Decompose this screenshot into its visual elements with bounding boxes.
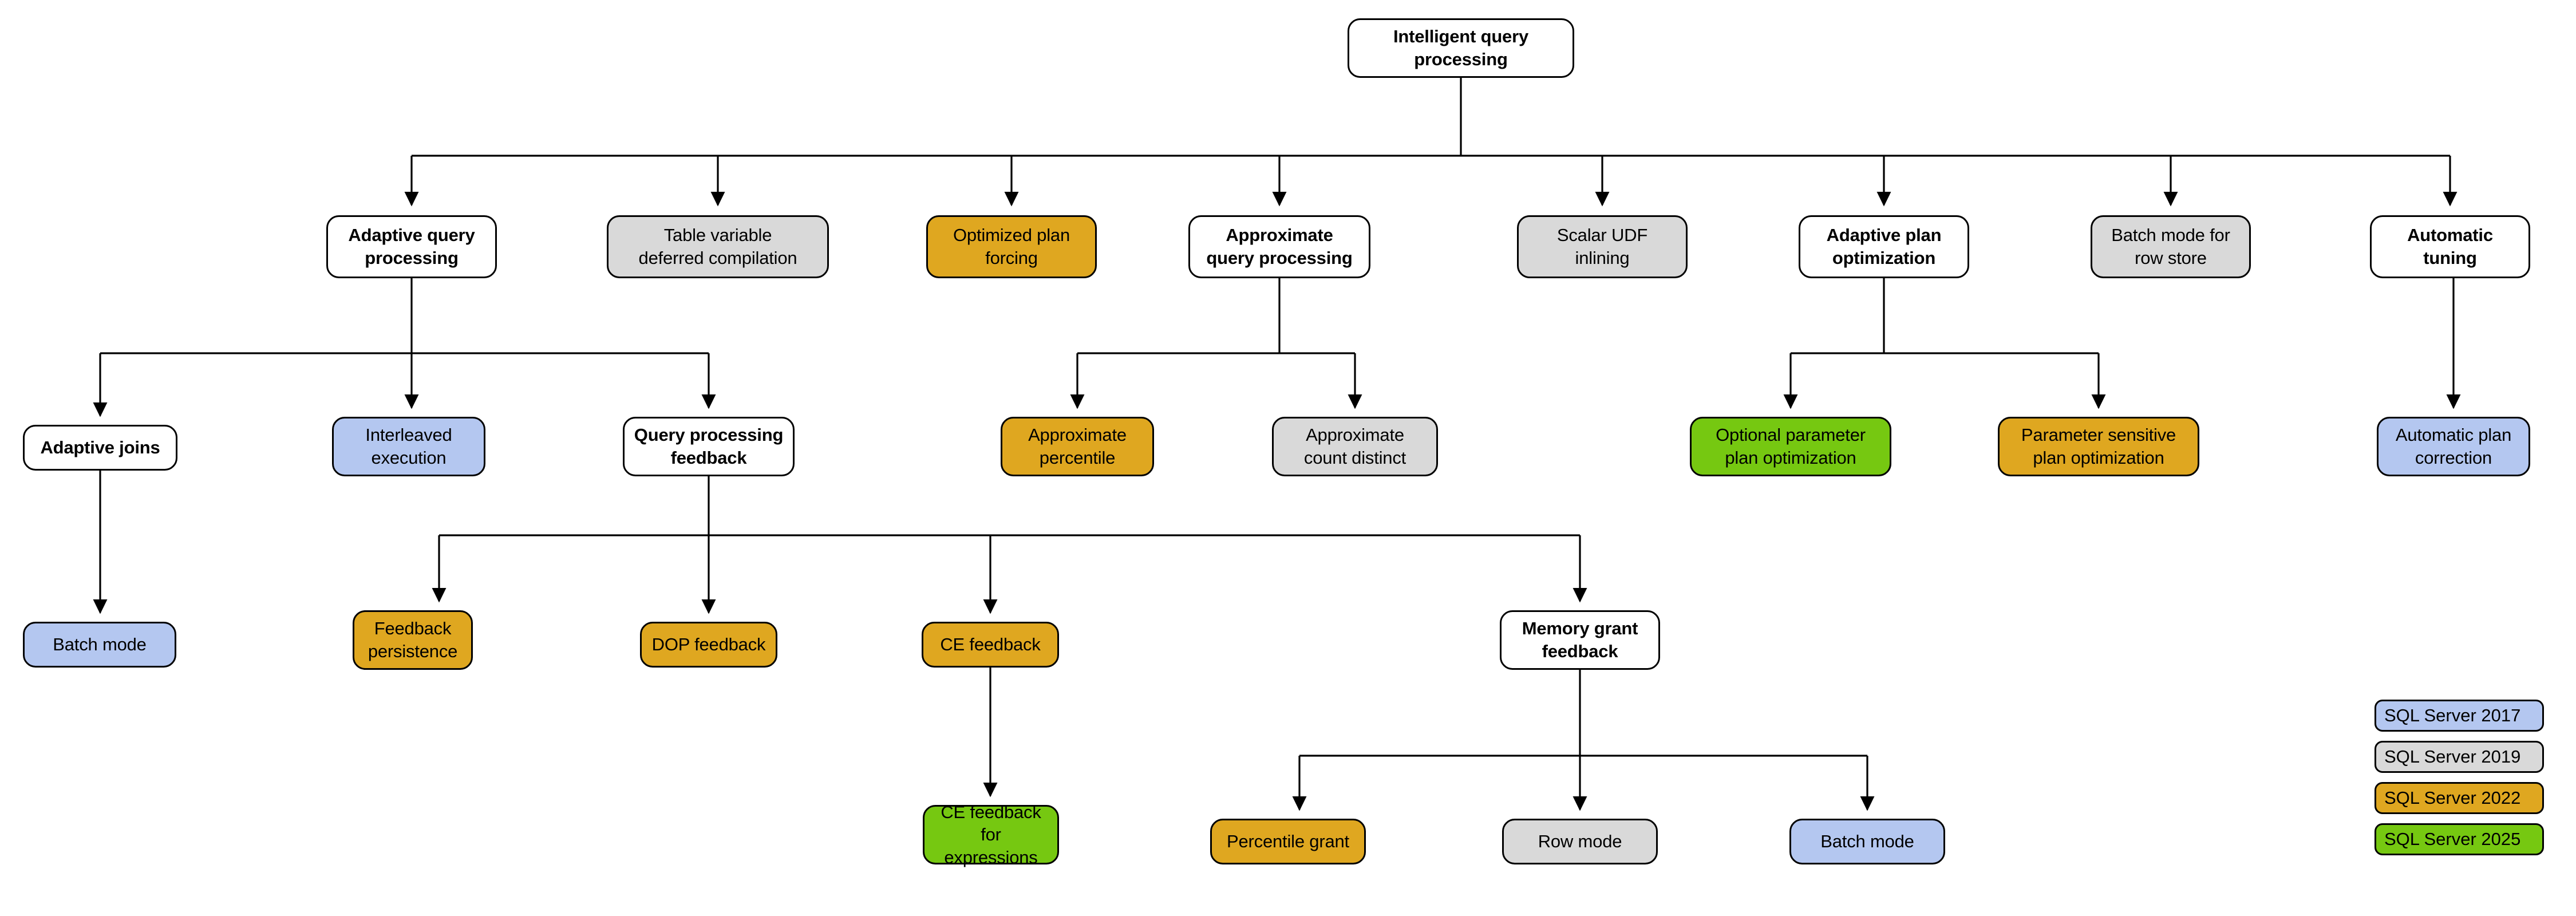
node-cefeedback[interactable]: CE feedback <box>922 622 1059 668</box>
node-label: DOP feedback <box>651 634 766 655</box>
node-oppo[interactable]: Optional parameter plan optimization <box>1690 417 1891 476</box>
node-label: Percentile grant <box>1227 831 1349 852</box>
node-batchmode2[interactable]: Batch mode <box>1789 819 1945 864</box>
node-label: Row mode <box>1538 831 1622 852</box>
node-label: Optional parameter plan optimization <box>1716 425 1866 468</box>
node-approxpct[interactable]: Approximate percentile <box>1001 417 1154 476</box>
node-label: CE feedback <box>940 634 1041 655</box>
node-aqproc[interactable]: Approximate query processing <box>1188 215 1370 278</box>
node-label: CE feedback for expressions <box>941 802 1041 867</box>
node-label: Table variable deferred compilation <box>638 225 797 268</box>
node-label: Approximate percentile <box>1028 425 1127 468</box>
node-label: Adaptive plan optimization <box>1826 225 1942 268</box>
node-label: Automatic plan correction <box>2395 425 2512 468</box>
node-label: Feedback persistence <box>368 618 458 661</box>
node-label: Intelligent query processing <box>1393 26 1529 69</box>
node-feedbackpers[interactable]: Feedback persistence <box>353 610 473 670</box>
node-pspo[interactable]: Parameter sensitive plan optimization <box>1998 417 2199 476</box>
node-sudf[interactable]: Scalar UDF inlining <box>1517 215 1688 278</box>
node-label: Parameter sensitive plan optimization <box>2021 425 2176 468</box>
node-label: Optimized plan forcing <box>953 225 1070 268</box>
node-tvdc[interactable]: Table variable deferred compilation <box>607 215 829 278</box>
node-interleaved[interactable]: Interleaved execution <box>332 417 485 476</box>
node-label: Interleaved execution <box>365 425 452 468</box>
legend-item-label: SQL Server 2025 <box>2384 829 2521 849</box>
node-opf[interactable]: Optimized plan forcing <box>926 215 1097 278</box>
node-qpf[interactable]: Query processing feedback <box>623 417 795 476</box>
node-label: Approximate count distinct <box>1303 425 1406 468</box>
node-label: Batch mode <box>53 634 147 655</box>
node-percentilegrant[interactable]: Percentile grant <box>1210 819 1366 864</box>
legend-item-label: SQL Server 2022 <box>2384 788 2521 808</box>
node-label: Adaptive query processing <box>348 225 475 268</box>
node-label: Memory grant feedback <box>1522 618 1638 661</box>
node-label: Batch mode <box>1820 831 1914 852</box>
node-adaptivejoins[interactable]: Adaptive joins <box>23 425 177 471</box>
legend-item-sql2025[interactable]: SQL Server 2025 <box>2374 823 2544 855</box>
node-label: Batch mode for row store <box>2111 225 2230 268</box>
node-rowmode[interactable]: Row mode <box>1502 819 1658 864</box>
node-apo[interactable]: Adaptive plan optimization <box>1799 215 1969 278</box>
node-label: Approximate query processing <box>1206 225 1353 268</box>
legend-item-label: SQL Server 2019 <box>2384 747 2521 767</box>
node-autotune[interactable]: Automatic tuning <box>2370 215 2530 278</box>
node-label: Adaptive joins <box>40 437 160 458</box>
legend-item-sql2019[interactable]: SQL Server 2019 <box>2374 741 2544 773</box>
node-bmrs[interactable]: Batch mode for row store <box>2091 215 2251 278</box>
node-aqp[interactable]: Adaptive query processing <box>326 215 497 278</box>
node-root[interactable]: Intelligent query processing <box>1348 18 1574 78</box>
node-label: Automatic tuning <box>2407 225 2493 268</box>
node-batchmode1[interactable]: Batch mode <box>23 622 176 668</box>
node-dopfeedback[interactable]: DOP feedback <box>640 622 777 668</box>
legend-item-sql2017[interactable]: SQL Server 2017 <box>2374 700 2544 732</box>
node-label: Query processing feedback <box>634 425 784 468</box>
legend-item-sql2022[interactable]: SQL Server 2022 <box>2374 782 2544 814</box>
node-mgf[interactable]: Memory grant feedback <box>1500 610 1660 670</box>
node-apc[interactable]: Automatic plan correction <box>2377 417 2530 476</box>
node-approxcd[interactable]: Approximate count distinct <box>1272 417 1438 476</box>
node-label: Scalar UDF inlining <box>1556 225 1648 268</box>
legend-item-label: SQL Server 2017 <box>2384 705 2521 725</box>
node-cefeedbackexpr[interactable]: CE feedback for expressions <box>923 802 1059 867</box>
